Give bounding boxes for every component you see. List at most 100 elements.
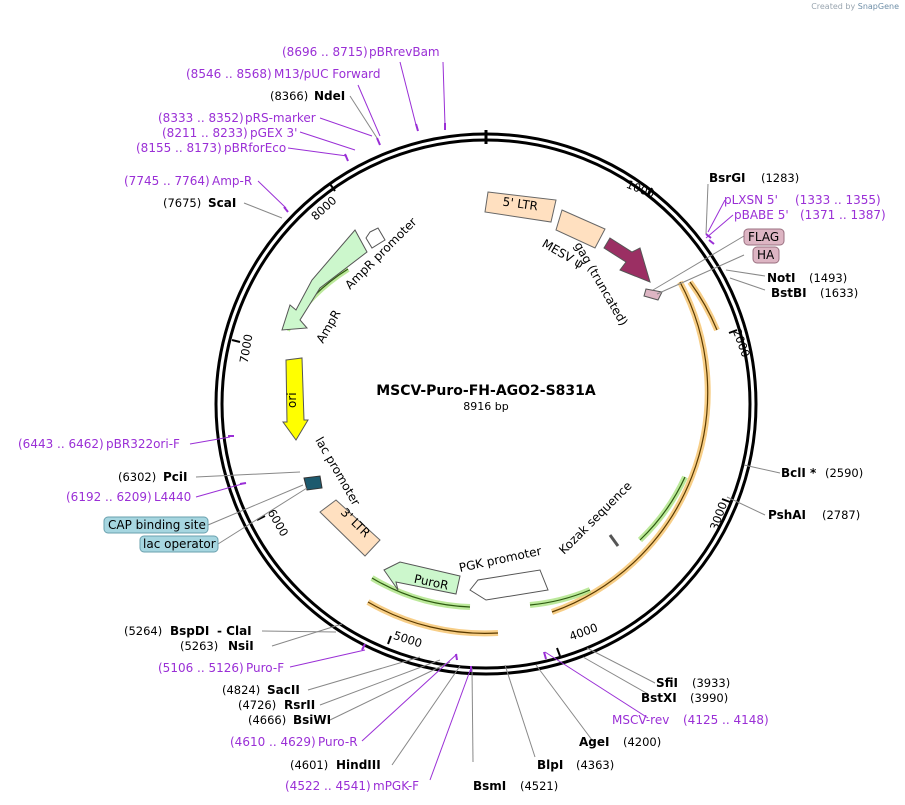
site-label-26: BstXI	[641, 691, 677, 705]
site-label-28: PshAI	[768, 508, 806, 522]
site-coord-6: (7745 .. 7764)	[124, 174, 210, 188]
site-coord-24: (4200)	[623, 735, 661, 749]
site-coord-34: (1371 .. 1387)	[800, 208, 886, 222]
feature-lac	[303, 475, 323, 491]
site-label-35: pLXSN 5'	[724, 193, 778, 207]
feature-ampr	[281, 229, 368, 331]
plasmid-length: 8916 bp	[463, 400, 508, 413]
site-label-16: SacII	[267, 683, 300, 697]
site-coord-16: (4824)	[222, 683, 260, 697]
site-label-5: pBRforEco	[224, 141, 286, 155]
snapgene-brand: Created by SnapGene	[811, 2, 899, 11]
feature-puror	[383, 561, 461, 595]
feature-label-ampr: AmpR	[313, 307, 343, 345]
feature-pgk	[469, 569, 549, 601]
site-label-22: BsmI	[473, 779, 506, 793]
feature-ago2	[603, 237, 651, 283]
site-label-21: mPGK-F	[373, 779, 419, 793]
site-coord-31: (1493)	[809, 271, 847, 285]
site-label-18: BsiWI	[293, 713, 331, 727]
feature-3ltr	[319, 499, 381, 557]
leader-lines	[189, 61, 781, 781]
feature-ori	[282, 357, 309, 441]
site-extra-13: - ClaI	[217, 624, 252, 638]
site-coord-7: (7675)	[163, 196, 201, 210]
feature-label-kozak: Kozak sequence	[556, 479, 634, 557]
tick-label-7000: 7000	[237, 333, 256, 364]
site-label-34: pBABE 5'	[734, 208, 789, 222]
site-coord-29: (2590)	[825, 466, 863, 480]
site-coord-9: (6302)	[118, 470, 156, 484]
site-coord-26: (3990)	[690, 691, 728, 705]
site-label-8: pBR322ori-F	[106, 437, 180, 451]
site-coord-15: (5106 .. 5126)	[158, 661, 244, 675]
feature-label-pgk: PGK promoter	[458, 544, 543, 575]
site-label-6: Amp-R	[212, 174, 252, 188]
site-label-10: L4440	[154, 490, 191, 504]
site-label-31: NotI	[767, 271, 796, 285]
site-coord-0: (8696 .. 8715)	[282, 45, 368, 59]
feature-5ltr	[484, 191, 557, 223]
site-label-2: NdeI	[314, 89, 345, 103]
brand-name: SnapGene	[857, 2, 899, 11]
tick-label-6000: 6000	[265, 507, 292, 539]
tick-label-5000: 5000	[392, 628, 424, 650]
site-label-20: HindIII	[336, 758, 381, 772]
site-label-32: HA	[757, 248, 775, 262]
site-coord-14: (5263)	[180, 639, 218, 653]
site-coord-5: (8155 .. 8173)	[136, 141, 222, 155]
site-coord-17: (4726)	[238, 698, 276, 712]
lac-operator-box	[139, 535, 219, 553]
site-label-23: BlpI	[537, 758, 563, 772]
brand-prefix: Created by	[811, 2, 856, 11]
site-coord-25: (4125 .. 4148)	[683, 713, 769, 727]
site-label-11: CAP binding site	[108, 518, 206, 532]
tick-marks	[231, 183, 738, 657]
site-coord-35: (1333 .. 1355)	[795, 193, 881, 207]
site-marks	[228, 123, 715, 672]
feature-label-lac: lac promoter	[312, 435, 363, 509]
site-label-0: pBRrevBam	[369, 45, 440, 59]
tick-label-2000: 2000	[730, 327, 753, 359]
site-coord-21: (4522 .. 4541)	[285, 779, 371, 793]
site-label-27: SfiI	[656, 676, 678, 690]
feature-label-5ltr: 5' LTR	[502, 195, 539, 214]
site-coord-10: (6192 .. 6209)	[66, 490, 152, 504]
site-coord-27: (3933)	[692, 676, 730, 690]
site-coord-3: (8333 .. 8352)	[158, 111, 244, 125]
site-label-15: Puro-F	[246, 661, 284, 675]
site-label-24: AgeI	[579, 735, 609, 749]
tick-label-1000: 1000	[624, 177, 656, 201]
feature-gag	[555, 209, 606, 249]
site-coord-1: (8546 .. 8568)	[186, 67, 272, 81]
plasmid-name: MSCV-Puro-FH-AGO2-S831A	[376, 383, 596, 399]
site-label-25: MSCV-rev	[612, 713, 669, 727]
site-coord-22: (4521)	[520, 779, 558, 793]
site-coord-18: (4666)	[248, 713, 286, 727]
site-label-14: NsiI	[228, 639, 254, 653]
feature-kozak	[608, 534, 620, 547]
site-coord-4: (8211 .. 8233)	[162, 126, 248, 140]
tick-label-4000: 4000	[567, 620, 599, 643]
feature-label-ori: ori	[285, 392, 299, 408]
site-label-12: lac operator	[143, 537, 216, 551]
site-label-1: M13/pUC Forward	[274, 67, 381, 81]
site-coord-13: (5264)	[124, 624, 162, 638]
site-label-7: ScaI	[208, 196, 236, 210]
site-coord-8: (6443 .. 6462)	[18, 437, 104, 451]
site-coord-36: (1283)	[761, 171, 799, 185]
site-label-4: pGEX 3'	[250, 126, 297, 140]
site-coord-2: (8366)	[270, 89, 308, 103]
site-label-13: BspDI	[170, 624, 209, 638]
site-label-30: BstBI	[771, 286, 807, 300]
site-coord-30: (1633)	[820, 286, 858, 300]
site-coord-23: (4363)	[576, 758, 614, 772]
site-coord-28: (2787)	[822, 508, 860, 522]
site-label-3: pRS-marker	[245, 111, 316, 125]
feature-tags	[643, 288, 663, 301]
ha-tag-box	[752, 246, 780, 264]
site-coord-19: (4610 .. 4629)	[230, 735, 316, 749]
flag-tag-box	[743, 228, 785, 246]
site-label-9: PciI	[163, 470, 188, 484]
feature-ampr-promoter	[365, 227, 386, 249]
